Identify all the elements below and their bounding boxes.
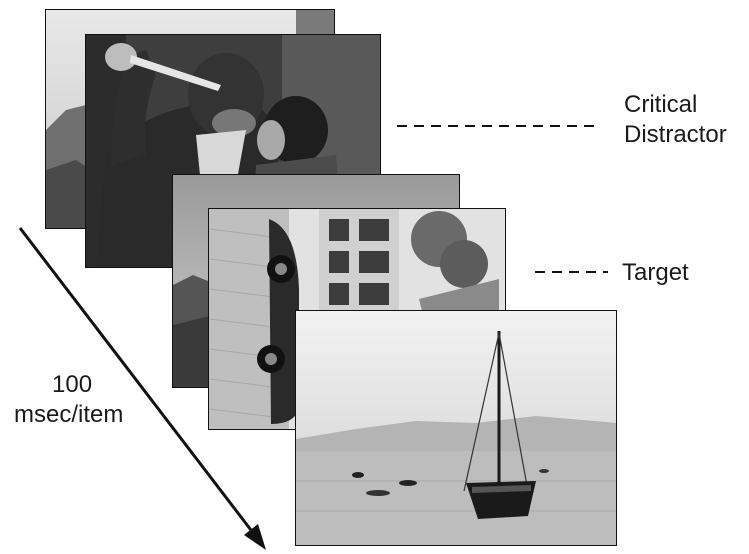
target-label: Target — [622, 259, 689, 286]
sailboat-image — [296, 311, 616, 545]
sailboat-photo — [295, 310, 617, 546]
time-arrow-shaft — [18, 227, 256, 535]
critical-label-line2: Distractor — [624, 121, 727, 148]
critical-distractor-photo — [85, 34, 381, 268]
rate-label-line1: 100 — [52, 371, 93, 398]
rate-label-line2: msec/item — [14, 401, 124, 428]
time-arrow-head — [244, 524, 266, 550]
critical-label-line1: Critical — [624, 91, 698, 118]
